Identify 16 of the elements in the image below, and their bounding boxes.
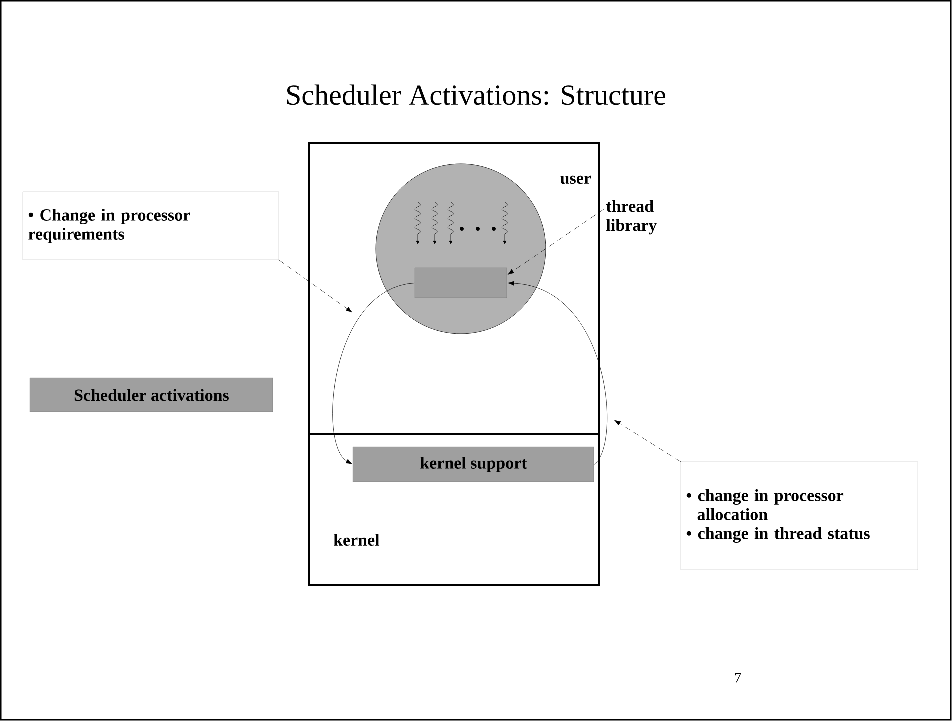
page-number: 7 — [735, 673, 742, 683]
leader-line — [508, 209, 604, 275]
note-box: • change in processor allocation • change in thread status — [681, 462, 918, 570]
note-box: • Change in processor requirements — [23, 192, 280, 260]
process-box — [30, 378, 274, 412]
title: Scheduler Activations: Structure — [287, 84, 666, 106]
region-box: user — [308, 142, 600, 436]
text-label: thread library — [606, 200, 658, 235]
box-label: kernel support — [420, 457, 528, 472]
box-label: Scheduler activations — [74, 389, 229, 402]
arrow — [332, 283, 416, 464]
leader-line — [279, 260, 352, 313]
arrow — [508, 281, 608, 465]
leader-line — [614, 420, 682, 462]
process-box — [353, 447, 594, 482]
library-box — [415, 268, 508, 298]
